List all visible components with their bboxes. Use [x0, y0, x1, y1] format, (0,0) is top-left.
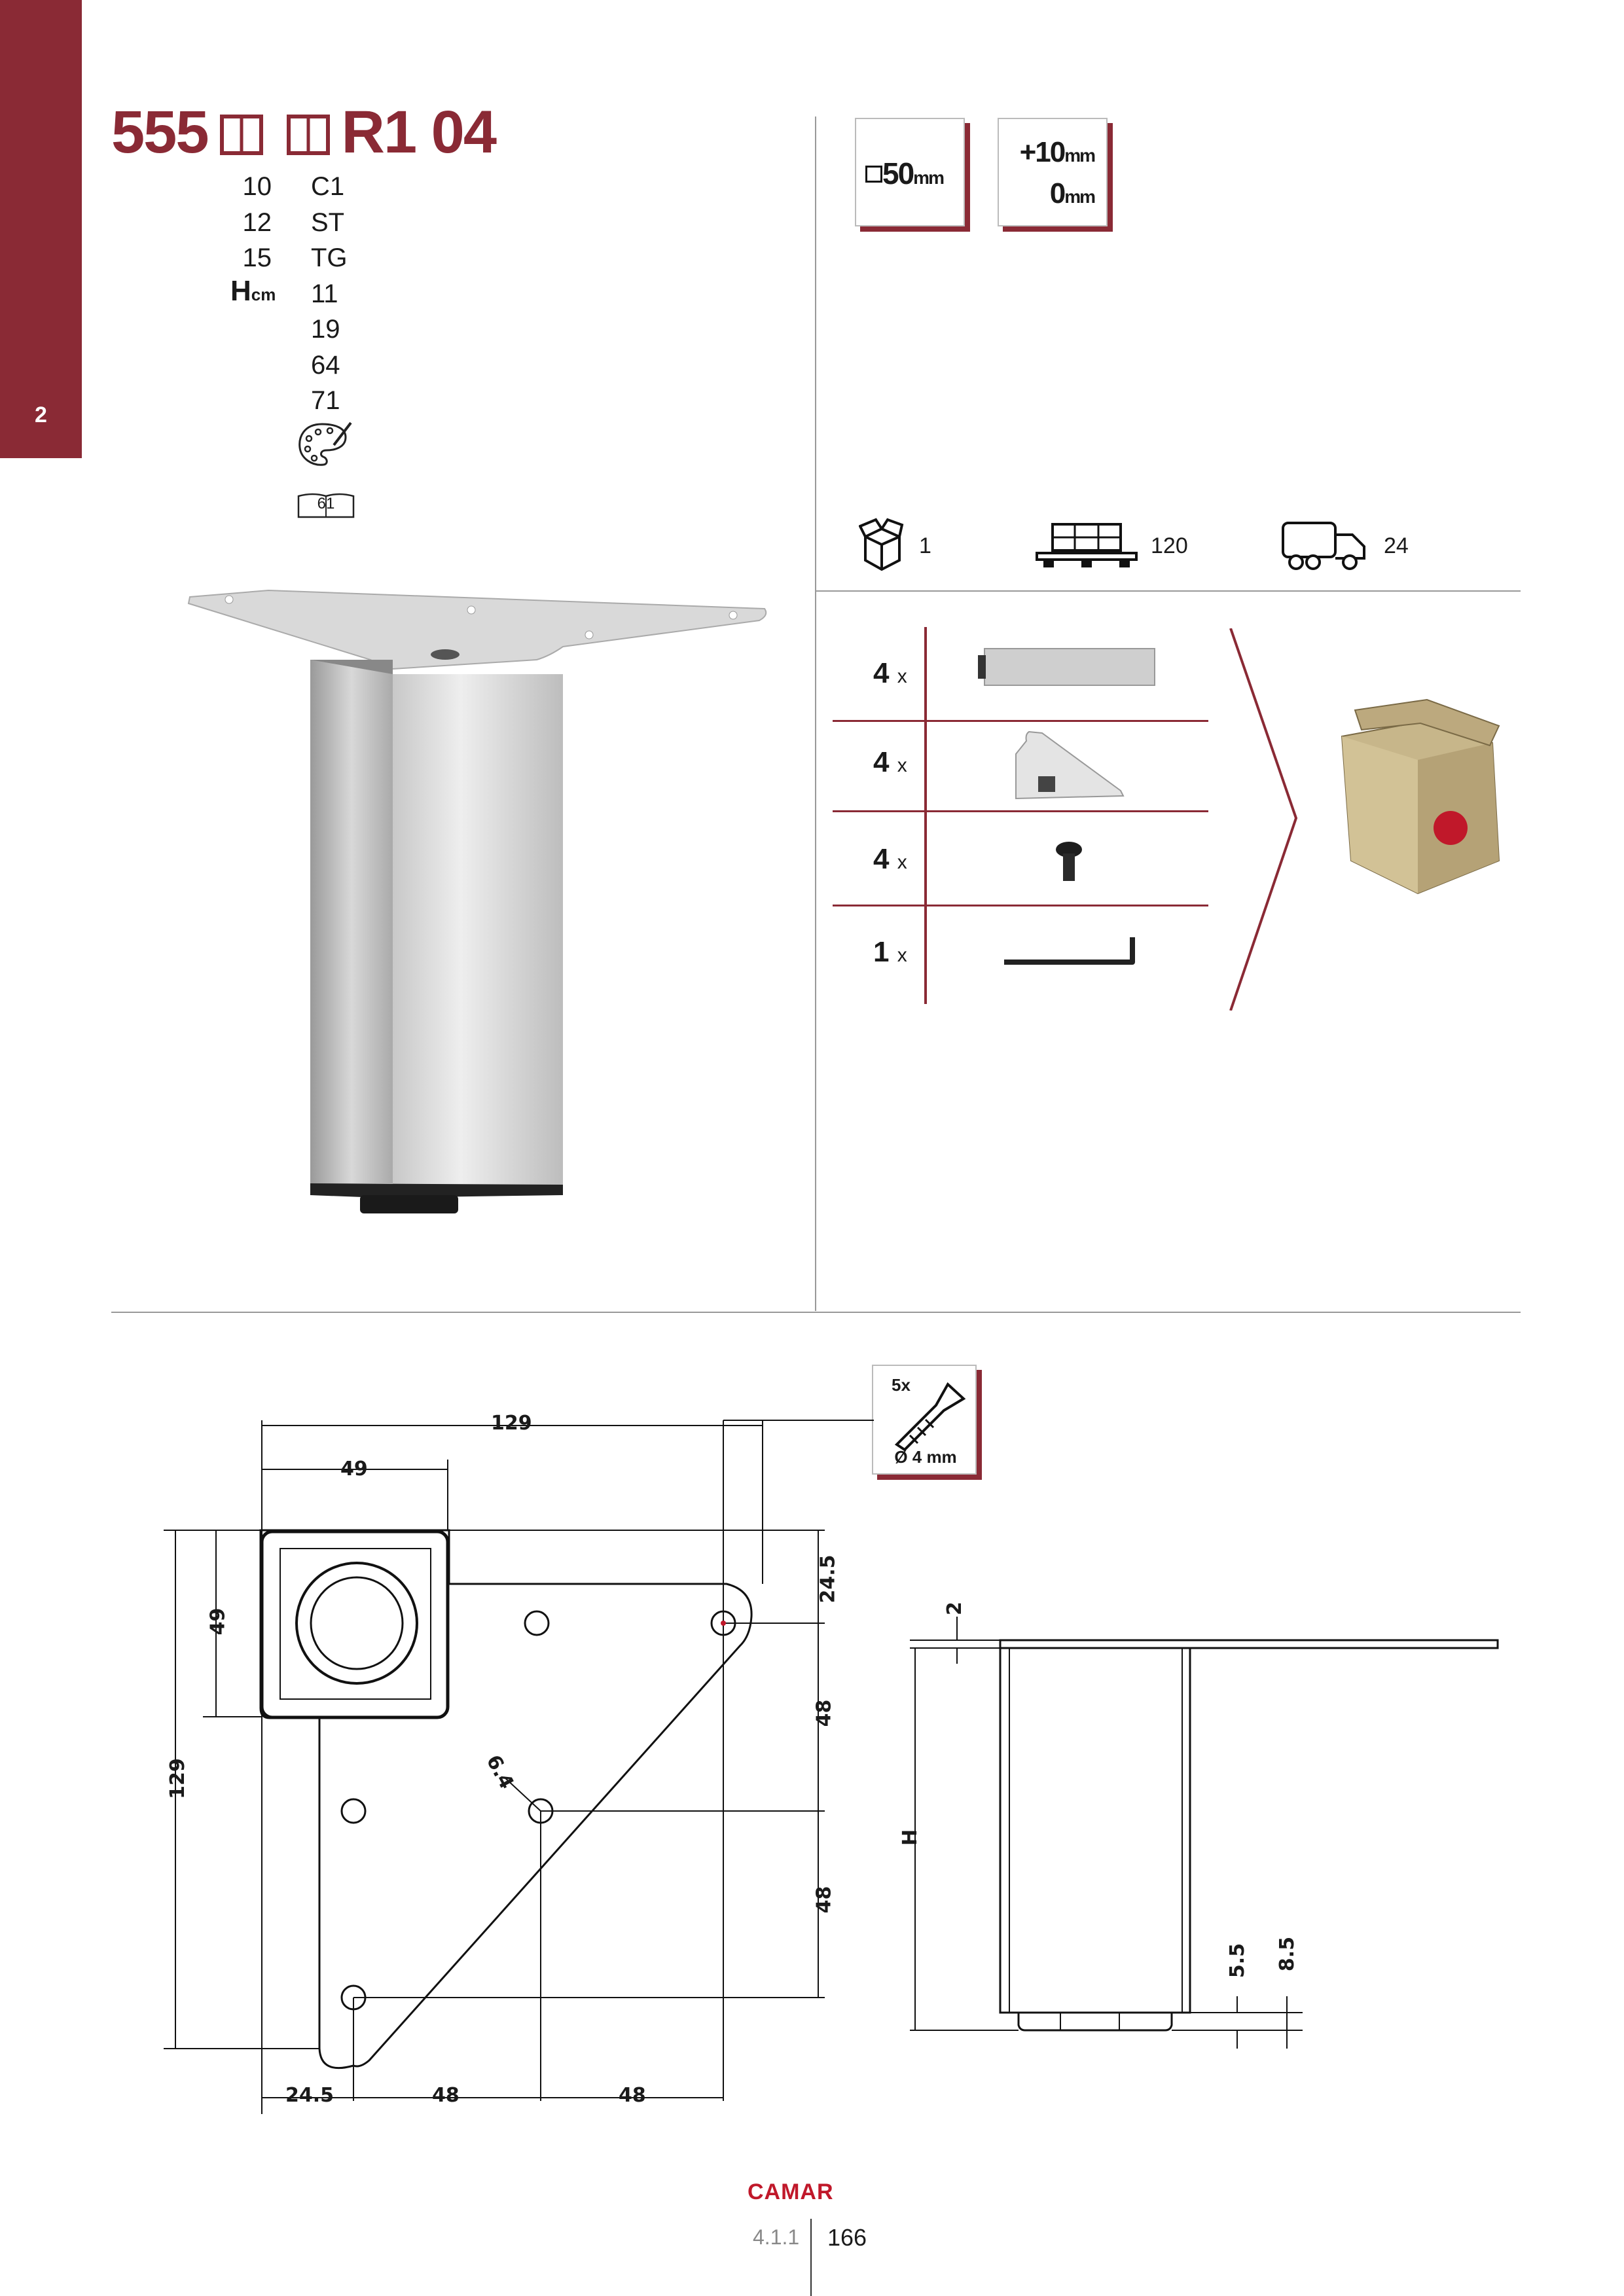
finish-code: ST	[311, 207, 345, 237]
square-section-icon	[865, 166, 882, 183]
product-photo	[187, 589, 767, 1213]
dim-hole-offset-top: 24.5	[816, 1554, 840, 1604]
chapter-tab: 2	[0, 0, 82, 458]
brand-logo: CAMAR	[748, 2179, 834, 2204]
dim-bottom-offset: 24.5	[285, 2084, 334, 2107]
plan-view-drawing	[164, 1420, 874, 2114]
size-badge: 50mm	[855, 118, 965, 226]
truck-icon	[1282, 522, 1365, 570]
section-divider	[815, 590, 1521, 592]
dim-foot-8-5: 8.5	[1276, 1936, 1299, 1972]
screws-diameter: Ø 4 mm	[894, 1447, 957, 1467]
dim-plate-thickness: 2	[943, 1602, 966, 1615]
screw-thumbnail	[1056, 842, 1082, 881]
height-value: 10	[242, 172, 272, 201]
allen-key-thumbnail	[1004, 937, 1135, 965]
leg-thumbnail	[978, 648, 1155, 686]
drawing-divider	[111, 1312, 1521, 1313]
pallet-icon	[1036, 523, 1138, 567]
section-number: 4.1.1	[753, 2225, 800, 2249]
heights-list: 10 12 15	[236, 169, 272, 276]
screws-count: 5x	[892, 1375, 911, 1395]
plate-thumbnail	[1015, 730, 1125, 800]
side-view-drawing	[910, 1617, 1499, 2049]
screws-badge: 5x Ø 4 mm	[872, 1365, 977, 1475]
product-code: 555 R1 04	[111, 98, 497, 167]
contents-row-key-qty: 1 x	[873, 936, 907, 968]
contents-row-plate-qty: 4 x	[873, 746, 907, 778]
pallet-quantity: 120	[1151, 533, 1188, 558]
contents-row-leg-qty: 4 x	[873, 657, 907, 689]
finish-code: C1	[311, 172, 345, 201]
contents-table-rule	[924, 627, 927, 1004]
truck-quantity: 24	[1384, 533, 1409, 558]
code-prefix: 555	[111, 99, 209, 166]
wood-screw-icon	[894, 1382, 966, 1451]
dim-bottom-spacing-1: 48	[432, 2084, 460, 2107]
finish-placeholder-icon	[286, 115, 330, 155]
dim-height: H	[899, 1829, 922, 1846]
footer-divider	[810, 2219, 812, 2296]
column-divider	[815, 117, 816, 1311]
dim-spacing-2: 48	[812, 1886, 836, 1914]
page-number: 166	[827, 2224, 867, 2251]
contents-row-screw-qty: 4 x	[873, 843, 907, 875]
dim-spacing-1: 48	[812, 1699, 836, 1727]
packaged-box-image	[1341, 698, 1500, 895]
finish-code: 64	[311, 350, 340, 380]
contents-arrow-icon	[1229, 628, 1298, 1011]
dim-bottom-spacing-2: 48	[619, 2084, 646, 2107]
catalog-ref: 61	[317, 495, 335, 512]
finish-code: 11	[311, 279, 338, 308]
finish-code: TG	[311, 243, 348, 272]
finish-code: 19	[311, 315, 340, 344]
finishes-list: C1 ST TG 11 19 64 71	[311, 169, 348, 419]
palette-icon	[298, 422, 352, 466]
chapter-number: 2	[35, 403, 47, 427]
height-value: 15	[242, 243, 272, 272]
heights-label: Hcm	[230, 275, 276, 307]
height-placeholder-icon	[219, 115, 263, 155]
catalog-book-icon: 61	[296, 490, 356, 521]
row-divider	[833, 720, 1208, 722]
finish-code: 71	[311, 386, 340, 415]
dim-foot-5-5: 5.5	[1226, 1943, 1250, 1979]
dim-square-width: 49	[340, 1458, 368, 1480]
height-value: 12	[242, 207, 272, 237]
dim-square-height: 49	[206, 1607, 230, 1636]
box-quantity: 1	[919, 533, 931, 558]
row-divider	[833, 905, 1208, 906]
dim-overall-height: 129	[166, 1758, 189, 1799]
box-icon	[859, 518, 904, 571]
code-suffix: R1 04	[341, 99, 497, 166]
dim-overall-width: 129	[491, 1412, 532, 1435]
adjustment-badge: +10mm 0mm	[998, 118, 1108, 226]
row-divider	[833, 810, 1208, 812]
